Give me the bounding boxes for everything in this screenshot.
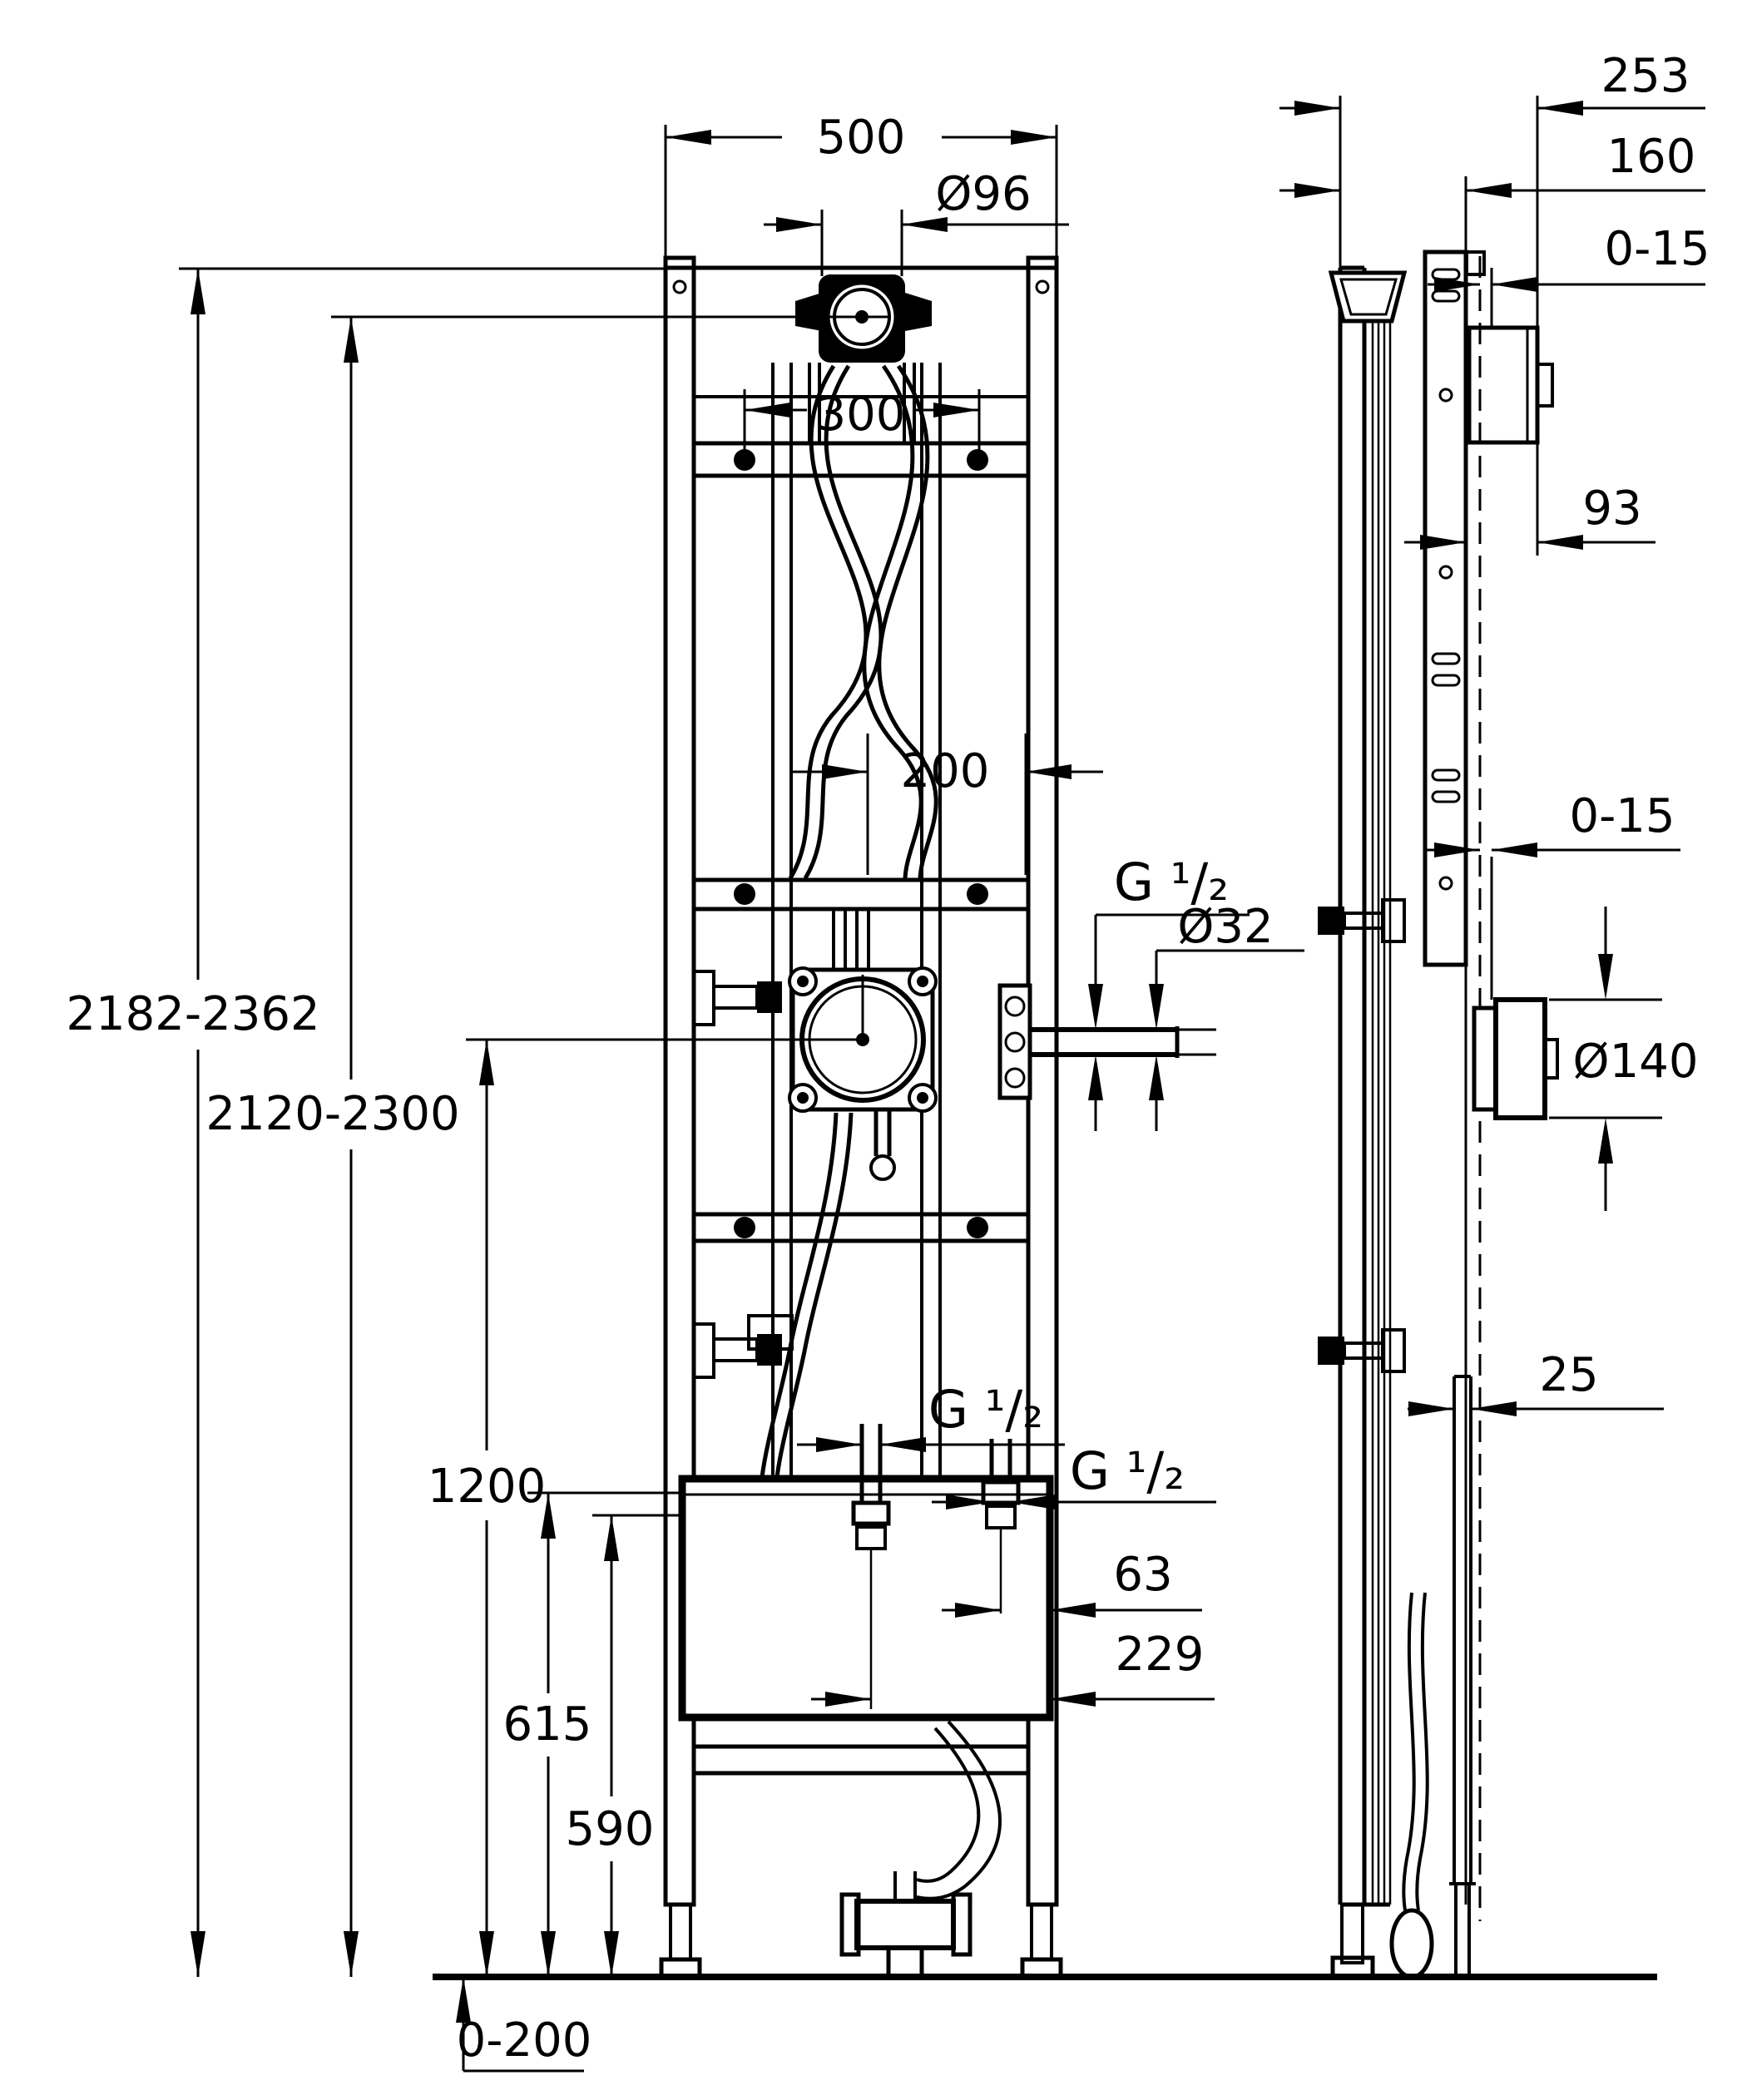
dim-box-top-height: 615 bbox=[503, 1491, 682, 1977]
dim-box-top-height-label: 615 bbox=[503, 1697, 592, 1752]
wall-anchor-left-upper bbox=[692, 970, 782, 1026]
dim-bracket-depth: 93 bbox=[1404, 442, 1655, 556]
dim-frame-width-label: 500 bbox=[817, 111, 906, 165]
dim-top-adjustment: 0-15 bbox=[1428, 222, 1710, 292]
dim-thread-box-right: G ¹/₂ bbox=[932, 1440, 1216, 1510]
dim-escutcheon-diameter: Ø140 bbox=[1549, 907, 1698, 1211]
dim-connection-offset-2-label: 229 bbox=[1116, 1628, 1205, 1682]
dim-mid-adjustment: 0-15 bbox=[1426, 789, 1680, 857]
side-anchor-bolt-lower bbox=[1318, 1328, 1406, 1373]
dim-box-connection-height: 590 bbox=[566, 1514, 682, 1977]
mixer-rough-in bbox=[466, 966, 938, 1113]
dim-thread-shower-outlet: G ¹/₂ bbox=[1088, 852, 1250, 1131]
dim-panel-gap-label: 25 bbox=[1539, 1348, 1598, 1402]
dim-upright-spacing-label: 300 bbox=[817, 388, 906, 442]
dim-top-adjustment-label: 0-15 bbox=[1604, 222, 1710, 276]
supply-hoses bbox=[788, 364, 938, 970]
dim-overall-height: 2182-2362 bbox=[66, 267, 664, 1977]
dim-head-fitting-diameter-label: Ø96 bbox=[935, 167, 1031, 221]
dim-outlet-offset-label: 200 bbox=[901, 744, 990, 798]
dim-thread-shower-outlet-label: G ¹/₂ bbox=[1114, 852, 1229, 912]
dim-outlet-pipe-diameter-label: Ø32 bbox=[1177, 900, 1273, 954]
dim-head-fitting-diameter: Ø96 bbox=[764, 167, 1069, 276]
dim-shower-outlet-height: 2120-2300 bbox=[205, 315, 855, 1977]
dim-rail-depth: 160 bbox=[1279, 130, 1705, 252]
dim-floor-adjustment: 0-200 bbox=[456, 1977, 592, 2073]
dim-mixer-height-label: 1200 bbox=[428, 1460, 547, 1514]
dim-overall-depth-label: 253 bbox=[1601, 49, 1690, 103]
side-view bbox=[1318, 250, 1559, 1979]
dim-outlet-pipe-diameter: Ø32 bbox=[1149, 900, 1304, 1131]
dim-floor-adjustment-label: 0-200 bbox=[457, 2014, 592, 2068]
dim-panel-gap: 25 bbox=[1408, 1348, 1664, 1416]
escutcheon-housing bbox=[1472, 997, 1559, 1120]
dim-shower-outlet-height-label: 2120-2300 bbox=[205, 1087, 459, 1141]
front-view bbox=[466, 255, 1216, 1979]
dim-connection-offset-label: 63 bbox=[1113, 1548, 1172, 1602]
dim-escutcheon-diameter-label: Ø140 bbox=[1573, 1035, 1699, 1089]
dim-upright-spacing: 300 bbox=[743, 388, 981, 453]
mounting-box bbox=[678, 1424, 1054, 1722]
side-drain-pipe bbox=[1389, 1592, 1434, 1979]
dim-bracket-depth-label: 93 bbox=[1582, 482, 1641, 536]
dim-connection-offset-2: 229 bbox=[811, 1628, 1215, 1707]
side-anchor-bolt-upper bbox=[1318, 898, 1406, 943]
rear-panel bbox=[1449, 1375, 1476, 1977]
dim-overall-depth: 253 bbox=[1279, 49, 1705, 328]
dim-thread-box-left: G ¹/₂ bbox=[797, 1379, 1065, 1452]
dim-rail-depth-label: 160 bbox=[1607, 130, 1696, 184]
rear-top-bracket bbox=[1467, 325, 1554, 445]
crossbars bbox=[694, 395, 1028, 1776]
dim-mixer-height: 1200 bbox=[428, 1040, 547, 1977]
drain-assembly bbox=[839, 1720, 1002, 1977]
mixer-drain-hose bbox=[747, 1109, 896, 1478]
dim-overall-height-label: 2182-2362 bbox=[66, 987, 319, 1041]
wall-bracket-top bbox=[1328, 270, 1408, 324]
dim-connection-offset: 63 bbox=[942, 1548, 1202, 1618]
dim-thread-box-left-label: G ¹/₂ bbox=[928, 1379, 1043, 1440]
dimensions: 500 Ø96 300 200 G ¹/₂ bbox=[66, 49, 1710, 2073]
side-feet bbox=[1330, 1903, 1375, 1979]
dim-thread-box-right-label: G ¹/₂ bbox=[1070, 1440, 1185, 1501]
inner-uprights bbox=[771, 363, 942, 1479]
dim-box-connection-height-label: 590 bbox=[566, 1802, 655, 1856]
dim-mid-adjustment-label: 0-15 bbox=[1569, 789, 1675, 843]
dim-frame-width: 500 bbox=[664, 111, 1058, 264]
dim-outlet-offset: 200 bbox=[790, 734, 1103, 875]
side-bracket-outlet-port bbox=[997, 983, 1216, 1100]
